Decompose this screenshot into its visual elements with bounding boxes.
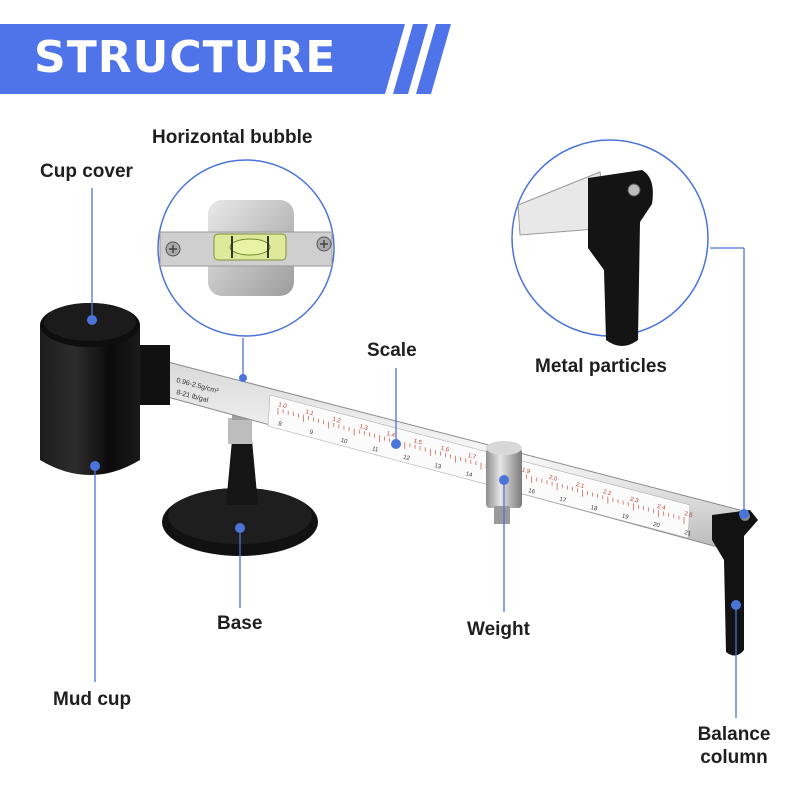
scale-tick-label-bottom: 9: [309, 430, 314, 437]
label-mud-cup: Mud cup: [53, 689, 132, 710]
header-banner: [0, 24, 460, 94]
horizontal-bubble-inset: [157, 159, 335, 337]
scale-tick-label-bottom: 13: [434, 463, 443, 471]
banner-shape: [0, 24, 451, 94]
scale-tick-label-bottom: 19: [621, 513, 630, 521]
scale-tick-label-top: 1.7: [467, 453, 477, 461]
label-weight: Weight: [467, 619, 530, 640]
screw-icon: [165, 241, 181, 257]
scale-tick-label-top: 1.6: [440, 446, 450, 454]
scale-tick-label-bottom: 20: [652, 522, 661, 530]
scale-tick-label-bottom: 12: [402, 455, 411, 463]
leader-lines: [91, 188, 745, 718]
scale-tick-label-bottom: 10: [340, 438, 349, 446]
scale-tick-label-bottom: 21: [683, 530, 692, 538]
label-metal-particles: Metal particles: [535, 356, 667, 377]
label-horizontal-bubble: Horizontal bubble: [152, 127, 313, 148]
screw-icon: [316, 236, 332, 252]
base: [162, 398, 318, 556]
scale-tick-label-bottom: 17: [559, 497, 568, 505]
scale-tick-label-bottom: 11: [371, 446, 379, 454]
scale-tick-label-top: 1.3: [359, 424, 369, 432]
scale-tick-label-top: 1.9: [521, 468, 531, 476]
scale-tick-label-bottom: 18: [590, 505, 599, 513]
scale-tick-label-top: 2.0: [548, 475, 558, 483]
scale-tick-label-bottom: 14: [465, 471, 474, 479]
mud-cup: [40, 303, 170, 475]
label-cup-cover: Cup cover: [40, 161, 133, 182]
scale-tick-label-bottom: 8: [277, 421, 282, 428]
scale-tick-label-top: 2.5: [683, 511, 693, 519]
scale-tick-label-bottom: 16: [527, 488, 536, 496]
scale-tick-label-top: 1.0: [277, 402, 287, 410]
page-title: STRUCTURE: [34, 32, 337, 83]
scale-tick-label-top: 2.3: [629, 497, 639, 505]
scale-tick-label-top: 2.4: [656, 504, 666, 512]
metal-particles-inset: [511, 139, 709, 346]
scale-tick-label-top: 1.4: [386, 431, 396, 439]
balance-column: [712, 510, 758, 656]
scale-tick-label-top: 1.2: [332, 417, 342, 425]
leader-dots: [87, 315, 749, 610]
scale-tick-label-top: 2.1: [575, 482, 585, 490]
scale-tick-label-top: 1.1: [305, 409, 315, 417]
label-scale: Scale: [367, 340, 417, 361]
scale-tick-label-top: 2.2: [602, 489, 612, 497]
label-base: Base: [217, 613, 263, 634]
scale-tick-label-top: 1.5: [413, 438, 423, 446]
scale-ticks: 1.01.11.21.31.41.51.61.71.81.92.02.12.22…: [277, 402, 693, 538]
label-balance-column: Balance column: [697, 724, 771, 768]
